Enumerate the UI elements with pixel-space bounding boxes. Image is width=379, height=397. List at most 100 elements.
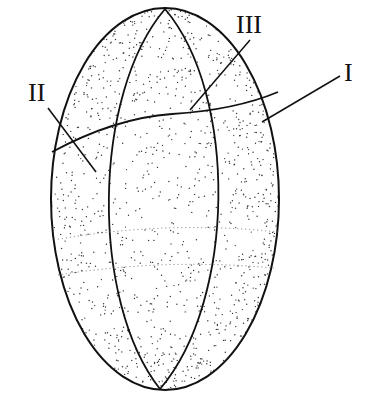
stipple-dot	[191, 366, 192, 367]
stipple-dot	[154, 101, 155, 102]
stipple-dot	[117, 233, 118, 234]
stipple-dot	[198, 271, 199, 272]
stipple-dot	[193, 353, 194, 354]
stipple-dot	[75, 184, 76, 185]
stipple-dot	[236, 318, 237, 319]
stipple-dot	[246, 72, 247, 73]
stipple-dot	[225, 325, 226, 326]
stipple-dot	[80, 242, 81, 243]
stipple-dot	[216, 84, 217, 85]
stipple-dot	[142, 255, 143, 256]
stipple-dot	[188, 205, 189, 206]
stipple-dot	[202, 292, 203, 293]
stipple-dot	[247, 215, 248, 216]
stipple-dot	[267, 150, 268, 151]
stipple-dot	[151, 186, 152, 187]
stipple-dot	[177, 252, 178, 253]
stipple-dot	[206, 360, 207, 361]
stipple-dot	[224, 266, 225, 267]
stipple-dot	[265, 253, 266, 254]
stipple-dot	[238, 202, 239, 203]
stipple-dot	[220, 214, 221, 215]
stipple-dot	[157, 362, 158, 363]
stipple-dot	[210, 121, 211, 122]
stipple-dot	[173, 75, 174, 76]
stipple-dot	[79, 301, 80, 302]
stipple-dot	[199, 90, 200, 91]
stipple-dot	[90, 116, 91, 117]
stipple-dot	[214, 277, 215, 278]
stipple-dot	[272, 254, 273, 255]
stipple-dot	[147, 41, 148, 42]
stipple-dot	[148, 77, 149, 78]
stipple-dot	[217, 53, 218, 54]
stipple-dot	[163, 363, 164, 364]
stipple-dot	[157, 269, 158, 270]
stipple-dot	[140, 251, 141, 252]
stipple-dot	[62, 259, 63, 260]
stipple-dot	[103, 87, 104, 88]
stipple-dot	[119, 208, 120, 209]
stipple-dot	[222, 314, 223, 315]
stipple-dot	[122, 237, 123, 238]
stipple-dot	[236, 316, 237, 317]
stipple-dot	[214, 226, 215, 227]
stipple-dot	[245, 196, 246, 197]
stipple-dot	[195, 178, 196, 179]
stipple-dot	[238, 259, 239, 260]
stipple-dot	[67, 291, 68, 292]
stipple-dot	[152, 311, 153, 312]
stipple-dot	[264, 274, 265, 275]
stipple-dot	[196, 297, 197, 298]
stipple-dot	[105, 252, 106, 253]
stipple-dot	[82, 209, 83, 210]
stipple-dot	[83, 225, 84, 226]
stipple-dot	[269, 233, 270, 234]
stipple-dot	[252, 211, 253, 212]
stipple-dot	[228, 55, 229, 56]
stipple-dot	[252, 262, 253, 263]
stipple-dot	[135, 99, 136, 100]
stipple-dot	[124, 307, 125, 308]
stipple-dot	[210, 104, 211, 105]
meridian-furrow	[109, 9, 165, 389]
stipple-dot	[235, 193, 236, 194]
stipple-dot	[206, 363, 207, 364]
stipple-dot	[199, 143, 200, 144]
stipple-dot	[240, 335, 241, 336]
stipple-dot	[104, 55, 105, 56]
stipple-dot	[142, 177, 143, 178]
stipple-dot	[188, 257, 189, 258]
stipple-dot	[255, 306, 256, 307]
stipple-dot	[190, 356, 191, 357]
stipple-dot	[61, 248, 62, 249]
stipple-dot	[103, 77, 104, 78]
stipple-dot	[144, 354, 145, 355]
stipple-dot	[70, 233, 71, 234]
stipple-dot	[262, 261, 263, 262]
stipple-dot	[273, 157, 274, 158]
stipple-dot	[88, 80, 89, 81]
stipple-dot	[208, 210, 209, 211]
stipple-dot	[264, 239, 265, 240]
stipple-dot	[209, 73, 210, 74]
stipple-dot	[117, 81, 118, 82]
stipple-dot	[141, 49, 142, 50]
stipple-dot	[136, 297, 137, 298]
stipple-dot	[242, 120, 243, 121]
stipple-dot	[106, 244, 107, 245]
stipple-dot	[249, 123, 250, 124]
stipple-dot	[214, 229, 215, 230]
stipple-dot	[77, 127, 78, 128]
stipple-dot	[258, 262, 259, 263]
stipple-dot	[127, 338, 128, 339]
stipple-dot	[227, 126, 228, 127]
stipple-dot	[156, 288, 157, 289]
stipple-dot	[94, 305, 95, 306]
stipple-dot	[80, 287, 81, 288]
stipple-dot	[174, 378, 175, 379]
stipple-dot	[149, 81, 150, 82]
stipple-dot	[263, 198, 264, 199]
stipple-dot	[150, 366, 151, 367]
stipple-dot	[74, 188, 75, 189]
